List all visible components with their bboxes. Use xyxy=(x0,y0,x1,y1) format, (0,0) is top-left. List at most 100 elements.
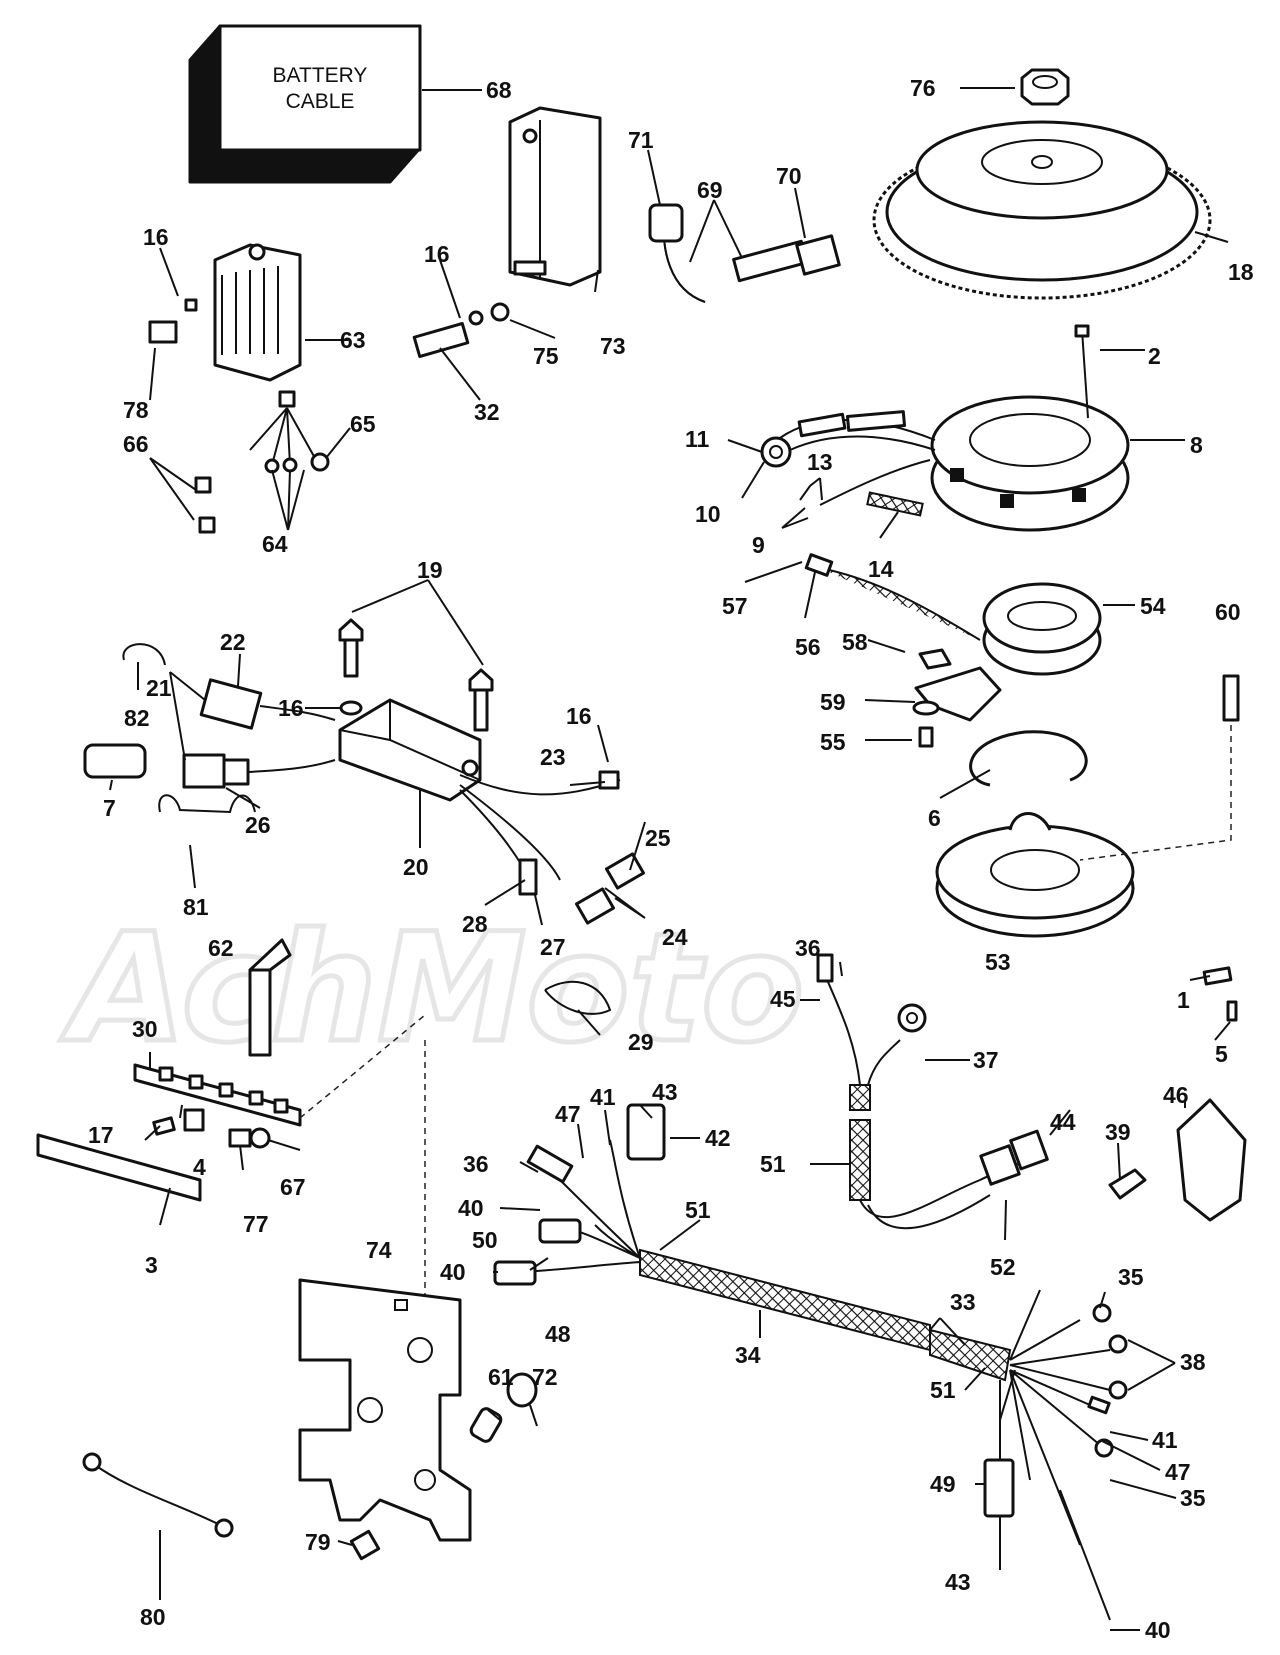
callout-77: 77 xyxy=(243,1211,269,1237)
callout-71: 71 xyxy=(628,127,654,153)
callout-36: 36 xyxy=(463,1151,489,1177)
callout-62: 62 xyxy=(208,935,234,961)
callout-46: 46 xyxy=(1163,1082,1189,1108)
callout-61: 61 xyxy=(488,1364,514,1390)
callout-14: 14 xyxy=(868,556,894,582)
ignition-coil xyxy=(412,106,602,359)
terminal-cover xyxy=(36,1133,202,1202)
callout-4: 4 xyxy=(193,1154,206,1180)
rectifier xyxy=(148,243,330,534)
mounting-plate xyxy=(298,1278,472,1542)
callout-81: 81 xyxy=(183,894,209,920)
callout-78: 78 xyxy=(123,397,149,423)
callout-60: 60 xyxy=(1215,599,1241,625)
callout-52: 52 xyxy=(990,1254,1016,1280)
callout-13: 13 xyxy=(807,449,833,475)
callout-28: 28 xyxy=(462,911,488,937)
callout-58: 58 xyxy=(842,629,868,655)
callout-7: 7 xyxy=(103,795,116,821)
callout-17: 17 xyxy=(88,1122,114,1148)
callout-6: 6 xyxy=(928,805,941,831)
battery-cable-label-line1: BATTERY xyxy=(273,64,368,87)
watermark-text: AchMoto xyxy=(60,902,804,1076)
callout-36: 36 xyxy=(795,935,821,961)
callout-73: 73 xyxy=(600,333,626,359)
callout-74: 74 xyxy=(366,1237,392,1263)
callout-27: 27 xyxy=(540,934,566,960)
battery-cable-box: BATTERY CABLE xyxy=(188,24,422,184)
callout-labels: 68 76 71 69 70 18 16 16 63 78 75 73 32 6… xyxy=(88,75,1254,1643)
main-harness xyxy=(493,953,1128,1621)
callout-72: 72 xyxy=(532,1364,558,1390)
callout-37: 37 xyxy=(973,1047,999,1073)
callout-33: 33 xyxy=(950,1289,976,1315)
callout-75: 75 xyxy=(533,343,559,369)
callout-38: 38 xyxy=(1180,1349,1206,1375)
callout-40: 40 xyxy=(1145,1617,1171,1643)
flywheel-nut xyxy=(1020,68,1070,106)
callout-51: 51 xyxy=(760,1151,786,1177)
callout-51: 51 xyxy=(685,1197,711,1223)
callout-47: 47 xyxy=(555,1101,581,1127)
callout-44: 44 xyxy=(1050,1109,1076,1135)
callout-8: 8 xyxy=(1190,432,1203,458)
callout-35: 35 xyxy=(1180,1485,1206,1511)
battery-cable-label-line2: CABLE xyxy=(286,90,355,113)
callout-18: 18 xyxy=(1228,259,1254,285)
callout-47: 47 xyxy=(1165,1459,1191,1485)
callout-1: 1 xyxy=(1177,987,1190,1013)
callout-41: 41 xyxy=(590,1084,616,1110)
callout-35: 35 xyxy=(1118,1264,1144,1290)
callout-57: 57 xyxy=(722,593,748,619)
retainer-ring xyxy=(969,730,1088,787)
callout-67: 67 xyxy=(280,1174,306,1200)
terminal-strip xyxy=(133,1063,302,1127)
callout-79: 79 xyxy=(305,1529,331,1555)
callout-40: 40 xyxy=(458,1195,484,1221)
callout-32: 32 xyxy=(474,399,500,425)
callout-63: 63 xyxy=(340,327,366,353)
callout-43: 43 xyxy=(945,1569,971,1595)
callout-16: 16 xyxy=(566,703,592,729)
callout-9: 9 xyxy=(752,532,765,558)
callout-50: 50 xyxy=(472,1227,498,1253)
callout-2: 2 xyxy=(1148,343,1161,369)
callout-48: 48 xyxy=(545,1321,571,1347)
callout-34: 34 xyxy=(735,1342,761,1368)
callout-54: 54 xyxy=(1140,593,1166,619)
callout-51: 51 xyxy=(930,1377,956,1403)
callout-56: 56 xyxy=(795,634,821,660)
callout-29: 29 xyxy=(628,1029,654,1055)
callout-40: 40 xyxy=(440,1259,466,1285)
callout-16: 16 xyxy=(424,241,450,267)
callout-70: 70 xyxy=(776,163,802,189)
callout-49: 49 xyxy=(930,1471,956,1497)
callout-66: 66 xyxy=(123,431,149,457)
callout-76: 76 xyxy=(910,75,936,101)
callout-11: 11 xyxy=(685,426,710,452)
callout-10: 10 xyxy=(695,501,721,527)
callout-39: 39 xyxy=(1105,1119,1131,1145)
callout-20: 20 xyxy=(403,854,429,880)
callout-16: 16 xyxy=(143,224,169,250)
callout-22: 22 xyxy=(220,629,246,655)
flywheel xyxy=(872,120,1212,300)
callout-16: 16 xyxy=(278,695,304,721)
callout-68: 68 xyxy=(486,77,512,103)
callout-24: 24 xyxy=(662,924,688,950)
callout-3: 3 xyxy=(145,1252,158,1278)
callout-26: 26 xyxy=(245,812,271,838)
callout-55: 55 xyxy=(820,729,846,755)
callout-53: 53 xyxy=(985,949,1011,975)
callout-21: 21 xyxy=(146,675,172,701)
power-pack xyxy=(338,618,494,802)
callout-41: 41 xyxy=(1152,1427,1178,1453)
callout-45: 45 xyxy=(770,986,796,1012)
timer-base xyxy=(935,812,1135,938)
callout-80: 80 xyxy=(140,1604,166,1630)
callout-30: 30 xyxy=(132,1016,158,1042)
callout-69: 69 xyxy=(697,177,723,203)
callout-5: 5 xyxy=(1215,1041,1228,1067)
callout-42: 42 xyxy=(705,1125,731,1151)
